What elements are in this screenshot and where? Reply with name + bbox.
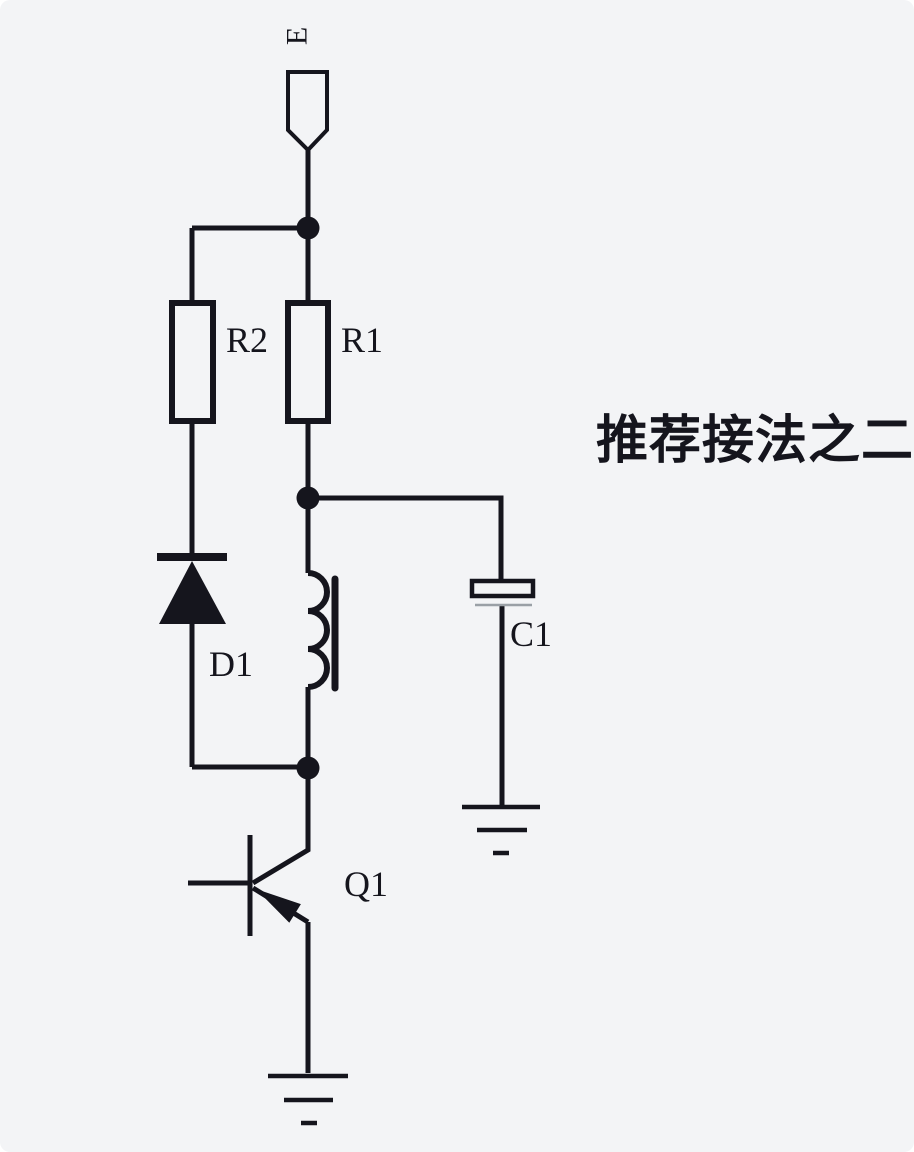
- junction-dot-bottom: [296, 756, 320, 780]
- resistor-r2-body: [169, 300, 216, 424]
- resistor-r2-label: R2: [226, 320, 268, 360]
- wire-collector: [251, 767, 311, 886]
- resistor-group: [169, 300, 331, 424]
- junction-dots: [296, 216, 320, 780]
- transistor-q1-label: Q1: [344, 864, 388, 904]
- resistor-r1-body: [285, 300, 331, 424]
- diode-d1-label: D1: [209, 644, 253, 684]
- supply-terminal-label: E: [281, 27, 314, 45]
- resistor-r1-label: R1: [341, 320, 383, 360]
- junction-dot-top: [296, 216, 320, 240]
- ground-q1: [268, 1073, 348, 1126]
- capacitor-top-plate: [469, 578, 536, 599]
- wire-cap-branch: [308, 495, 504, 581]
- capacitor-c1-label: C1: [510, 614, 552, 654]
- ground-c1: [462, 804, 540, 856]
- junction-dot-middle: [296, 486, 320, 510]
- transistor-emitter-arrow: [256, 889, 301, 923]
- supply-terminal-symbol: [286, 70, 329, 153]
- wire-group: [188, 150, 505, 1073]
- diode-triangle: [159, 561, 226, 624]
- diagram-title: 推荐接法之二: [596, 412, 914, 470]
- inductor-coil: [307, 570, 330, 690]
